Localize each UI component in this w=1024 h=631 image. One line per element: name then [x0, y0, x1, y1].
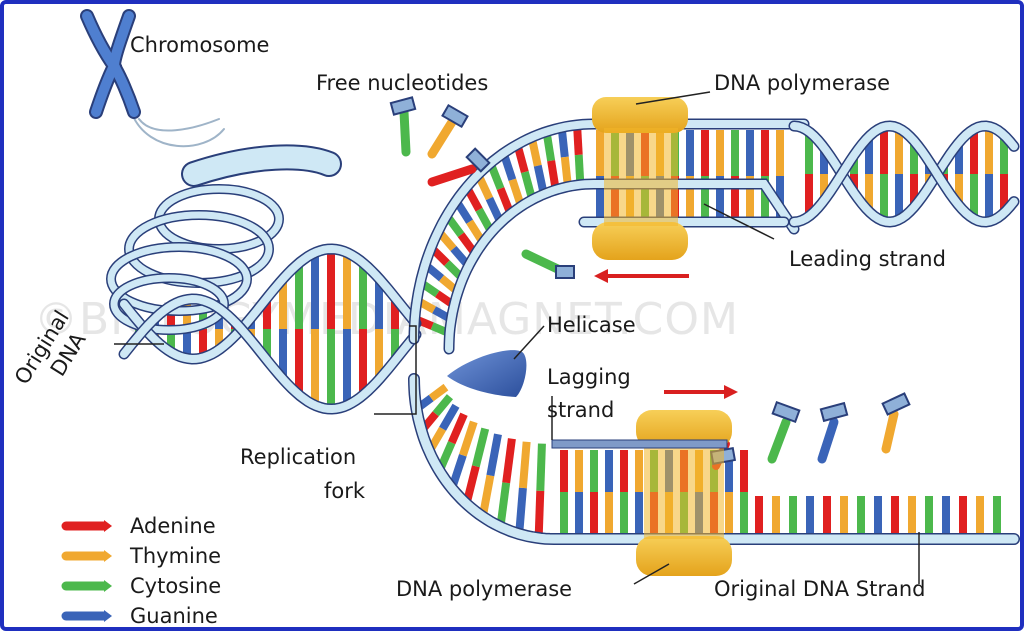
dna-backbones [118, 118, 1020, 545]
base-pair [459, 420, 478, 457]
dna-replication-diagram: ©BIOLOGYMEDIAMAGNET.COM [10, 9, 1020, 628]
backbone-strand [445, 180, 798, 353]
base-pair [534, 490, 545, 539]
lagging-strand-primer [551, 439, 728, 449]
base-pair [502, 438, 516, 484]
base-pair [536, 443, 546, 491]
legend-label: Cytosine [130, 574, 221, 598]
legend-swatch-tip [104, 520, 112, 532]
legend-label: Adenine [130, 514, 216, 538]
replication-fork-label-line2: fork [324, 479, 366, 503]
legend-item-guanine: Guanine [61, 604, 218, 628]
base-pair [518, 441, 531, 489]
free-nucleotide-cytosine [389, 96, 417, 157]
free-nucleotide-adenine [427, 147, 491, 187]
dna-polymerase-top-label: DNA polymerase [714, 71, 890, 95]
backbone-strand [120, 244, 420, 364]
backbone-strand [790, 121, 1018, 227]
base-pair [439, 403, 460, 431]
base-pair [428, 383, 449, 402]
dna-polymerase-bottom-label: DNA polymerase [396, 577, 572, 601]
base-pair [471, 427, 490, 468]
legend-item-cytosine: Cytosine [61, 574, 221, 598]
legend-swatch-tip [104, 610, 112, 622]
legend-item-adenine: Adenine [61, 514, 216, 538]
chromosome-coil [106, 113, 342, 335]
legend-item-thymine: Thymine [61, 544, 221, 568]
original-dna-strand-label: Original DNA Strand [714, 577, 925, 601]
helicase-label: Helicase [547, 313, 636, 337]
legend-label: Guanine [130, 604, 218, 628]
chromosome-label: Chromosome [130, 33, 269, 57]
lagging-strand-label-line1: Lagging [547, 365, 631, 389]
base-pair [448, 412, 468, 445]
backbone-strand [120, 294, 420, 414]
leading-strand-label: Leading strand [789, 247, 946, 271]
dna-polymerase-bottom [636, 410, 732, 576]
original-strand-exposed-bases [755, 496, 1001, 534]
backbone-strand [410, 120, 808, 343]
base-pair [496, 482, 511, 528]
label-leader-lines [114, 91, 920, 585]
legend-swatch-tip [104, 580, 112, 592]
free-nucleotide-thymine [427, 103, 469, 159]
legend-label: Thymine [129, 544, 221, 568]
free-nucleotide-thymine-2 [881, 392, 911, 454]
free-nucleotide-guanine-1 [767, 400, 801, 464]
free-nucleotides-label: Free nucleotides [316, 71, 488, 95]
base-pair [486, 433, 502, 477]
backbone-strand [790, 121, 1018, 227]
helicase-enzyme [447, 350, 527, 397]
free-nucleotide-guanine-2 [817, 401, 849, 464]
leading-strand-direction-arrow [594, 269, 689, 283]
base-pair [432, 394, 454, 417]
replication-fork-label-line1: Replication [240, 445, 356, 469]
incoming-nucleotide-upper [521, 249, 575, 279]
replication-fork-bracket [374, 325, 417, 415]
legend-swatch-tip [104, 550, 112, 562]
dna-polymerase-top [592, 97, 688, 260]
base-pair [515, 487, 527, 535]
lagging-strand-direction-arrow [664, 385, 738, 399]
lagging-strand-label-line2: strand [547, 398, 614, 422]
base-pair [478, 474, 495, 518]
backbone-strand [409, 374, 1019, 544]
chromosome-icon [80, 9, 141, 119]
